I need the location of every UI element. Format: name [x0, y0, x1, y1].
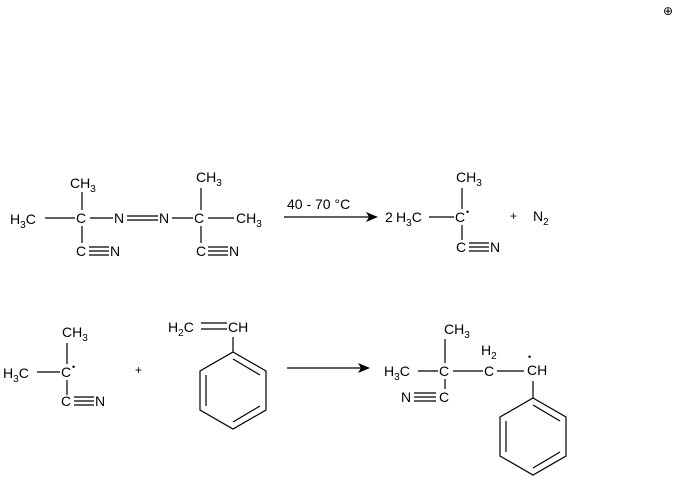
arrowhead-icon — [366, 212, 378, 222]
methyl-label: CH3 — [62, 324, 88, 344]
methylene-label: H2C — [168, 319, 194, 339]
methyl-label: CH3 — [236, 210, 262, 230]
methyl-label: CH3 — [456, 169, 482, 189]
radical-dot: • — [528, 352, 531, 362]
methine-label: CH — [228, 319, 248, 335]
plus-sign: + — [510, 209, 517, 223]
styrene-molecule: H2C CH — [168, 319, 267, 430]
carbon-label: C — [456, 239, 466, 255]
carbon-label: C — [439, 389, 449, 405]
methyl-label: CH3 — [444, 321, 470, 341]
methyl-label: H3C — [10, 211, 36, 231]
nitrogen-molecule: N2 — [533, 208, 549, 228]
methyl-label: CH3 — [196, 169, 222, 189]
carbon-label: C — [76, 243, 86, 259]
bond-line — [532, 404, 561, 422]
carbon-label: C — [61, 364, 71, 380]
plus-sign: + — [135, 363, 142, 377]
nitrogen-label: N — [229, 243, 239, 259]
coefficient: 2 — [385, 209, 393, 225]
carbon-label: C — [455, 209, 465, 225]
radical-adduct: H3C C CH3 H2 C CH • C N — [384, 321, 567, 476]
carbon-label: C — [61, 393, 71, 409]
methyl-label: H3C — [3, 365, 29, 385]
reaction-condition: 40 - 70 °C — [287, 196, 350, 212]
nitrogen-label: N — [401, 389, 411, 405]
methyl-label: H3C — [384, 363, 410, 383]
bond-line — [232, 405, 261, 423]
add-icon[interactable]: ⊕ — [663, 4, 673, 18]
nitrogen-label: N — [114, 210, 124, 226]
benzene-ring — [199, 351, 267, 430]
methine-label: CH — [527, 362, 547, 378]
cyanoisopropyl-radical: 2 H3C C • CH3 C N — [385, 169, 500, 255]
carbon-label: C — [484, 363, 494, 379]
carbon-label: C — [194, 210, 204, 226]
benzene-ring — [499, 397, 567, 476]
aibn-molecule: CH3 H3C C N N C CH3 CH3 C N C N — [10, 169, 262, 259]
bond-line — [232, 358, 261, 376]
bond-line — [532, 451, 561, 469]
methyl-label: CH3 — [70, 175, 96, 195]
carbon-label: C — [196, 243, 206, 259]
arrowhead-icon — [358, 363, 370, 373]
nitrogen-label: N — [110, 243, 120, 259]
nitrogen-label: N — [490, 239, 500, 255]
nitrogen-label: N — [95, 393, 105, 409]
methyl-label: H3C — [396, 209, 422, 229]
carbon-label: C — [439, 363, 449, 379]
carbon-label: C — [76, 210, 86, 226]
radical-dot: • — [466, 207, 469, 217]
nitrogen-label: N — [159, 210, 169, 226]
cyanoisopropyl-radical: H3C C • CH3 C N — [3, 324, 105, 409]
methylene-h2: H2 — [481, 342, 497, 362]
radical-dot: • — [72, 362, 75, 372]
